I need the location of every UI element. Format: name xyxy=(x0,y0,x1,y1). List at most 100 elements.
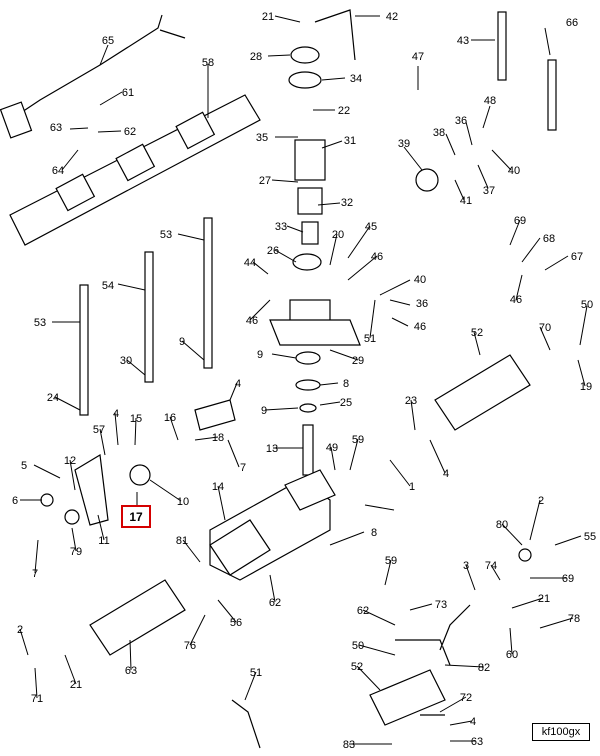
callout-9[interactable]: 9 xyxy=(257,349,263,361)
callout-48[interactable]: 48 xyxy=(484,95,496,107)
callout-56[interactable]: 56 xyxy=(230,617,242,629)
callout-63[interactable]: 63 xyxy=(125,665,137,677)
callout-4[interactable]: 4 xyxy=(443,468,449,480)
highlighted-callout-17[interactable]: 17 xyxy=(121,505,151,528)
callout-11[interactable]: 11 xyxy=(98,535,109,547)
callout-67[interactable]: 67 xyxy=(571,251,583,263)
callout-35[interactable]: 35 xyxy=(256,132,268,144)
callout-7[interactable]: 7 xyxy=(32,568,38,580)
callout-63[interactable]: 63 xyxy=(471,736,483,748)
callout-57[interactable]: 57 xyxy=(93,424,105,436)
callout-36[interactable]: 36 xyxy=(455,115,467,127)
callout-22[interactable]: 22 xyxy=(338,105,350,117)
callout-21[interactable]: 21 xyxy=(70,679,82,691)
callout-46[interactable]: 46 xyxy=(510,294,522,306)
callout-74[interactable]: 74 xyxy=(485,560,497,572)
callout-24[interactable]: 24 xyxy=(47,392,59,404)
callout-32[interactable]: 32 xyxy=(341,197,353,209)
callout-45[interactable]: 45 xyxy=(365,221,377,233)
callout-51[interactable]: 51 xyxy=(364,333,376,345)
callout-2[interactable]: 2 xyxy=(538,495,544,507)
callout-50[interactable]: 50 xyxy=(352,640,364,652)
callout-30[interactable]: 30 xyxy=(120,355,132,367)
callout-52[interactable]: 52 xyxy=(351,661,363,673)
callout-44[interactable]: 44 xyxy=(244,257,256,269)
callout-46[interactable]: 46 xyxy=(371,251,383,263)
callout-50[interactable]: 50 xyxy=(581,299,593,311)
callout-2[interactable]: 2 xyxy=(17,624,23,636)
callout-20[interactable]: 20 xyxy=(332,229,344,241)
callout-9[interactable]: 9 xyxy=(261,405,267,417)
callout-81[interactable]: 81 xyxy=(176,535,188,547)
callout-16[interactable]: 16 xyxy=(164,412,176,424)
callout-39[interactable]: 39 xyxy=(398,138,410,150)
callout-51[interactable]: 51 xyxy=(250,667,262,679)
callout-52[interactable]: 52 xyxy=(471,327,483,339)
callout-65[interactable]: 65 xyxy=(102,35,114,47)
callout-27[interactable]: 27 xyxy=(259,175,271,187)
callout-59[interactable]: 59 xyxy=(385,555,397,567)
callout-70[interactable]: 70 xyxy=(539,322,551,334)
callout-78[interactable]: 78 xyxy=(568,613,580,625)
callout-29[interactable]: 29 xyxy=(352,355,364,367)
callout-64[interactable]: 64 xyxy=(52,165,64,177)
callout-47[interactable]: 47 xyxy=(412,51,424,63)
callout-58[interactable]: 58 xyxy=(202,57,214,69)
callout-76[interactable]: 76 xyxy=(184,640,196,652)
callout-5[interactable]: 5 xyxy=(21,460,27,472)
callout-25[interactable]: 25 xyxy=(340,397,352,409)
callout-40[interactable]: 40 xyxy=(508,165,520,177)
callout-28[interactable]: 28 xyxy=(250,51,262,63)
callout-38[interactable]: 38 xyxy=(433,127,445,139)
callout-72[interactable]: 72 xyxy=(460,692,472,704)
callout-31[interactable]: 31 xyxy=(344,135,356,147)
callout-71[interactable]: 71 xyxy=(31,693,43,705)
callout-82[interactable]: 82 xyxy=(478,662,490,674)
callout-9[interactable]: 9 xyxy=(179,336,185,348)
callout-68[interactable]: 68 xyxy=(543,233,555,245)
callout-69[interactable]: 69 xyxy=(514,215,526,227)
callout-36[interactable]: 36 xyxy=(416,298,428,310)
callout-46[interactable]: 46 xyxy=(246,315,258,327)
callout-46[interactable]: 46 xyxy=(414,321,426,333)
callout-12[interactable]: 12 xyxy=(64,455,76,467)
callout-14[interactable]: 14 xyxy=(212,481,224,493)
callout-15[interactable]: 15 xyxy=(130,413,142,425)
callout-21[interactable]: 21 xyxy=(262,11,274,23)
callout-69[interactable]: 69 xyxy=(562,573,574,585)
callout-62[interactable]: 62 xyxy=(269,597,281,609)
callout-4[interactable]: 4 xyxy=(235,378,241,390)
callout-6[interactable]: 6 xyxy=(12,495,18,507)
callout-19[interactable]: 19 xyxy=(580,381,592,393)
callout-62[interactable]: 62 xyxy=(124,126,136,138)
callout-42[interactable]: 42 xyxy=(386,11,398,23)
callout-63[interactable]: 63 xyxy=(50,122,62,134)
callout-79[interactable]: 79 xyxy=(70,546,82,558)
callout-4[interactable]: 4 xyxy=(113,408,119,420)
callout-53[interactable]: 53 xyxy=(34,317,46,329)
callout-33[interactable]: 33 xyxy=(275,221,287,233)
callout-10[interactable]: 10 xyxy=(177,496,189,508)
callout-54[interactable]: 54 xyxy=(102,280,114,292)
callout-62[interactable]: 62 xyxy=(357,605,369,617)
callout-41[interactable]: 41 xyxy=(460,195,472,207)
callout-53[interactable]: 53 xyxy=(160,229,172,241)
callout-49[interactable]: 49 xyxy=(326,442,338,454)
callout-26[interactable]: 26 xyxy=(267,245,279,257)
callout-1[interactable]: 1 xyxy=(409,481,415,493)
callout-43[interactable]: 43 xyxy=(457,35,469,47)
callout-23[interactable]: 23 xyxy=(405,395,417,407)
callout-8[interactable]: 8 xyxy=(371,527,377,539)
callout-83[interactable]: 83 xyxy=(343,739,355,751)
callout-18[interactable]: 18 xyxy=(212,432,224,444)
callout-80[interactable]: 80 xyxy=(496,519,508,531)
callout-61[interactable]: 61 xyxy=(122,87,134,99)
callout-59[interactable]: 59 xyxy=(352,434,364,446)
callout-7[interactable]: 7 xyxy=(240,462,246,474)
callout-34[interactable]: 34 xyxy=(350,73,362,85)
callout-21[interactable]: 21 xyxy=(538,593,550,605)
callout-73[interactable]: 73 xyxy=(435,599,447,611)
callout-3[interactable]: 3 xyxy=(463,560,469,572)
callout-60[interactable]: 60 xyxy=(506,649,518,661)
callout-37[interactable]: 37 xyxy=(483,185,495,197)
